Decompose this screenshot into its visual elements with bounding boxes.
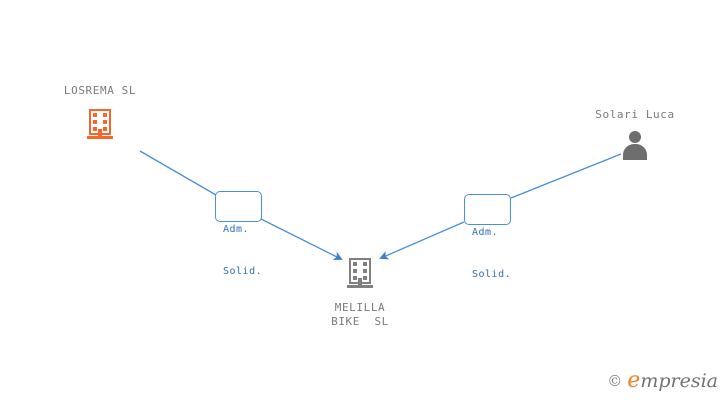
brand-rest: mpresia (640, 370, 718, 392)
brand-wordmark: empresia (627, 370, 718, 392)
watermark-empresia: © empresia (607, 370, 718, 392)
edge-label-line2: Solid. (472, 269, 512, 280)
edge-label-adm-solid-left[interactable]: Adm. Solid. (215, 191, 262, 277)
brand-initial: e (627, 368, 641, 393)
edge-label-line1: Adm. (223, 224, 250, 235)
edge-line-solari-to-badge (510, 153, 622, 199)
edge-line-badge-to-melilla (260, 218, 343, 260)
copyright-icon: © (607, 371, 623, 390)
edge-label-line1: Adm. (472, 227, 499, 238)
edge-label-line2: Solid. (223, 266, 263, 277)
person-icon (620, 130, 650, 160)
edge-label-adm-solid-right[interactable]: Adm. Solid. (464, 194, 511, 280)
node-losrema-sl[interactable]: LOSREMA SL (40, 84, 160, 139)
node-label-losrema-sl: LOSREMA SL (63, 84, 137, 97)
building-icon (347, 258, 373, 288)
node-label-melilla-line1: MELILLA (334, 301, 386, 314)
node-solari-luca[interactable]: Solari Luca (575, 108, 695, 160)
edge-line-losrema-to-badge (139, 150, 217, 196)
node-label-melilla-line2: BIKE SL (331, 315, 389, 328)
building-icon (87, 109, 113, 139)
node-label-solari-luca: Solari Luca (595, 108, 675, 121)
edge-line-badge-to-melilla-right (379, 221, 465, 260)
node-melilla-bike-sl[interactable]: MELILLA BIKE SL (300, 258, 420, 329)
